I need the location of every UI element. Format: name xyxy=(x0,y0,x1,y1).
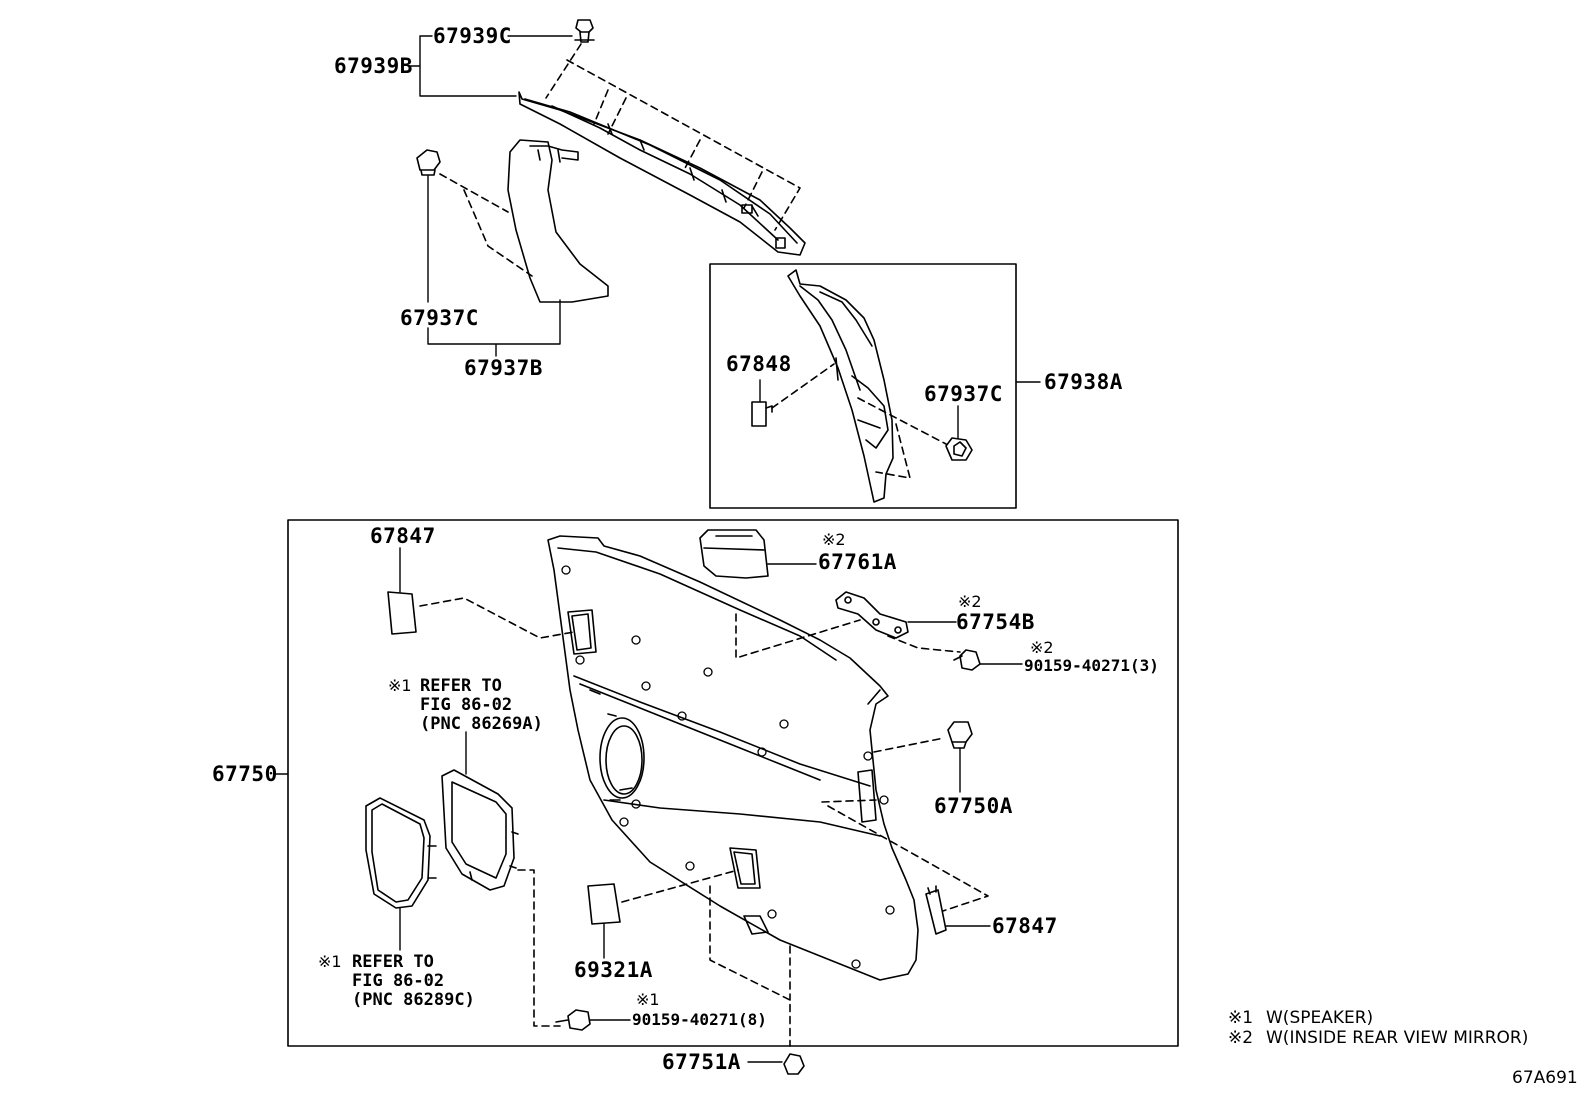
speaker-frame-86269A xyxy=(441,769,519,891)
label-67937C-left: 67937C xyxy=(400,306,479,330)
refer-a-line2: FIG 86-02 xyxy=(420,695,513,715)
clip-67751A xyxy=(783,1053,805,1075)
refer-b-line2: FIG 86-02 xyxy=(352,971,445,991)
inset-frame-67938A xyxy=(709,263,1017,509)
clip-67937C-left xyxy=(416,149,441,176)
mark-refer-a: ※1 xyxy=(388,676,412,695)
cover-67847-upper xyxy=(387,591,417,635)
speaker-cover-86289C xyxy=(365,797,437,909)
label-67848: 67848 xyxy=(726,352,792,376)
clip-67939C xyxy=(574,19,595,43)
speaker-dashes xyxy=(517,869,791,1047)
mark-67754B: ※2 xyxy=(958,592,982,611)
cover-67847-lower xyxy=(925,885,947,935)
label-67937C-inset: 67937C xyxy=(924,382,1003,406)
legend-mark-1: ※1 xyxy=(1228,1008,1254,1028)
clip-67750A xyxy=(947,721,973,749)
mark-refer-b: ※1 xyxy=(318,952,342,971)
cap-dashes xyxy=(621,869,739,903)
refer-a-line1: REFER TO xyxy=(420,676,502,696)
pillar-clip-dashes xyxy=(439,173,533,277)
bolt-90159-40271-3 xyxy=(953,649,981,671)
label-67761A: 67761A xyxy=(818,550,897,574)
main-frame-67750 xyxy=(287,519,1179,1047)
garnish-clip-dashes xyxy=(545,43,801,231)
label-67938A: 67938A xyxy=(1044,370,1123,394)
mark-67761A: ※2 xyxy=(822,530,846,549)
legend-text-2: W(INSIDE REAR VIEW MIRROR) xyxy=(1266,1028,1529,1048)
label-67750: 67750 xyxy=(212,762,278,786)
label-67847-upper: 67847 xyxy=(370,524,436,548)
pillar-67938A xyxy=(787,269,894,503)
bracket-67754B xyxy=(835,591,909,639)
garnish-67939B xyxy=(518,91,806,256)
leader-lines xyxy=(273,35,1041,1063)
label-69321A: 69321A xyxy=(574,958,653,982)
bolt-90159-40271-8 xyxy=(555,1009,591,1031)
label-67751A: 67751A xyxy=(662,1050,741,1074)
label-67754B: 67754B xyxy=(956,610,1035,634)
legend-mark-2: ※2 xyxy=(1228,1028,1254,1048)
legend-text-1: W(SPEAKER) xyxy=(1266,1008,1374,1028)
label-bolt-90159-40271-3: 90159-40271(3) xyxy=(1024,656,1159,675)
cap-69321A xyxy=(587,883,621,925)
label-67939B: 67939B xyxy=(334,54,413,78)
label-67939C: 67939C xyxy=(433,24,512,48)
label-67847-lower: 67847 xyxy=(992,914,1058,938)
mark-bolt-8: ※1 xyxy=(636,990,660,1009)
cover-dashes xyxy=(419,597,575,639)
mirror-cover-67761A xyxy=(699,529,769,579)
figure-code: 67A691 xyxy=(1512,1068,1578,1088)
mark-bolt-3: ※2 xyxy=(1030,638,1054,657)
refer-b-line3: (PNC 86289C) xyxy=(352,990,475,1010)
label-67750A: 67750A xyxy=(934,794,1013,818)
label-67937B: 67937B xyxy=(464,356,543,380)
clip-67848 xyxy=(751,401,773,427)
label-bolt-90159-40271-8: 90159-40271(8) xyxy=(632,1010,767,1029)
inset-dashes xyxy=(771,363,947,479)
clip-67937C-inset xyxy=(945,437,973,461)
refer-a-line3: (PNC 86269A) xyxy=(420,714,543,734)
pillar-67937B xyxy=(507,139,609,303)
door-trim-panel-67750 xyxy=(547,535,919,981)
refer-b-line1: REFER TO xyxy=(352,952,434,972)
panel-dashes xyxy=(735,613,989,913)
